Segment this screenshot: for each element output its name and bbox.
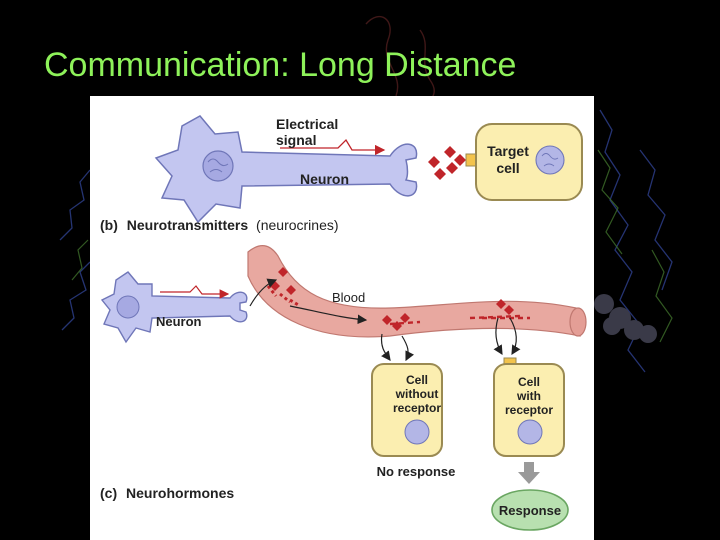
electrical-signal-arrow: [280, 138, 386, 156]
cell-with-label-line1: Cell: [518, 375, 540, 389]
cell-without-receptor-nucleus: [404, 419, 430, 445]
flow-arrow: [509, 317, 521, 356]
molecule: [392, 321, 402, 331]
electrical-signal-label-line1: Electrical: [276, 116, 338, 132]
target-cell: Target cell: [475, 123, 583, 201]
molecule: [278, 267, 288, 277]
no-response-label: No response: [377, 464, 456, 479]
panel-b-neurotransmitters: Electrical signal Neuron Target cell: [100, 115, 583, 233]
neuron-b-body: [154, 115, 418, 224]
blood-vessel-end: [569, 307, 587, 337]
cell-without-label-line3: receptor: [393, 401, 441, 415]
cell-with-receptor: Cell with receptor: [493, 357, 565, 457]
caption-b: (b) Neurotransmitters (neurocrines): [100, 217, 339, 233]
cell-without-label-line2: without: [395, 387, 439, 401]
molecule: [400, 313, 410, 323]
blood-label: Blood: [332, 290, 365, 305]
molecule: [446, 162, 458, 174]
flow-arrow: [401, 335, 415, 362]
molecule: [444, 146, 456, 158]
molecule-spheres: [594, 294, 657, 343]
cell-with-label-line3: receptor: [505, 403, 553, 417]
molecule: [286, 285, 296, 295]
molecule: [382, 315, 392, 325]
cell-with-receptor-nucleus: [517, 419, 543, 445]
diagram-svg: Electrical signal Neuron Target cell: [100, 115, 587, 531]
caption-c: (c) Neurohormones: [100, 485, 234, 501]
neuron-b-label: Neuron: [300, 171, 349, 187]
target-cell-nucleus: [535, 145, 565, 175]
response-label: Response: [499, 503, 561, 518]
neuron-b: [154, 115, 418, 224]
cell-without-receptor: Cell without receptor: [371, 363, 443, 457]
cell-with-label-line2: with: [516, 389, 541, 403]
response-bubble: Response: [491, 489, 569, 531]
flow-arrow: [249, 278, 278, 307]
panel-c-neurohormones: Blood Neuron: [100, 245, 587, 531]
receptor-b: [465, 153, 477, 167]
neurotransmitter-molecules: [428, 146, 466, 180]
neuron-c-nucleus: [116, 295, 140, 319]
molecule: [504, 305, 514, 315]
flow-arrow: [380, 333, 391, 361]
target-cell-label-line2: cell: [496, 160, 519, 176]
hormone-molecules: [270, 267, 514, 331]
neuron-c-signal-arrow: [160, 285, 230, 299]
molecule: [454, 154, 466, 166]
molecule: [496, 299, 506, 309]
target-cell-label-line1: Target: [487, 143, 529, 159]
neuron-c: [100, 271, 248, 344]
molecule: [434, 168, 446, 180]
blood-vessel: [247, 245, 581, 338]
flow-arrow: [289, 305, 368, 325]
neuron-c-body: [100, 271, 248, 344]
neuron-c-label: Neuron: [156, 314, 202, 329]
cell-without-label-line1: Cell: [406, 373, 428, 387]
response-arrow: [518, 462, 540, 484]
neuron-b-nucleus: [202, 150, 234, 182]
flow-arrow: [493, 317, 503, 356]
electrical-signal-label-line2: signal: [276, 132, 316, 148]
molecule: [428, 156, 440, 168]
slide-title: Communication: Long Distance: [44, 46, 517, 84]
diagram-panel: Electrical signal Neuron Target cell: [90, 96, 594, 540]
